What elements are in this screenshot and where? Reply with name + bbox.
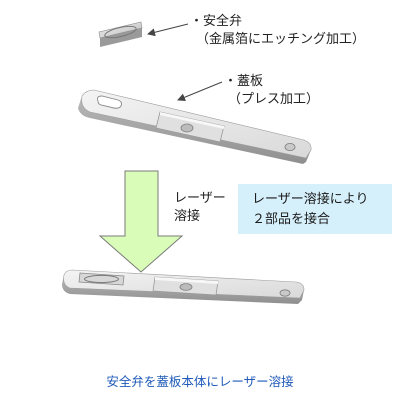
process-label-line1: レーザー: [174, 191, 226, 206]
callout-line2: ２部品を接合: [252, 212, 331, 227]
safety-valve-foil: [98, 21, 143, 47]
callout-box: レーザー溶接により ２部品を接合: [238, 184, 392, 234]
cover-label: ・蓋板: [224, 74, 264, 89]
cover-note: （プレス加工）: [228, 92, 320, 107]
figure-caption: 安全弁を蓋板本体にレーザー溶接: [106, 374, 294, 389]
welded-plate: [62, 269, 305, 304]
callout-line1: レーザー溶接により: [252, 192, 369, 207]
down-arrow-icon: [98, 170, 184, 273]
valve-note: （金属箔にエッチング加工）: [196, 32, 366, 47]
valve-label: ・安全弁: [190, 14, 243, 29]
pointer-arrow-icon: [177, 81, 223, 102]
process-label-line2: 溶接: [174, 209, 201, 224]
cover-plate: [78, 89, 312, 164]
pointer-arrow-icon: [147, 23, 189, 37]
